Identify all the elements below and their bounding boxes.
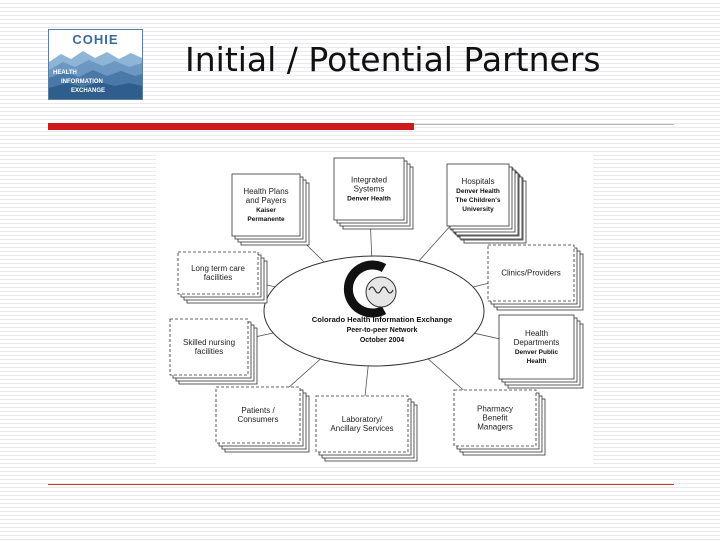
integrated-systems-member-2: Denver Health — [347, 196, 391, 203]
logo-title: COHIE — [72, 32, 119, 47]
center-line-0: Peer-to-peer Network — [347, 327, 418, 334]
long-term-care-box-0 — [177, 251, 259, 295]
laboratory-label-1: Ancillary Services — [330, 424, 393, 433]
slide-title: Initial / Potential Partners — [185, 40, 601, 79]
pharmacy-label-2: Managers — [477, 423, 513, 432]
health-plans-label-0: Health Plans — [243, 187, 288, 196]
center-title: Colorado Health Information Exchange — [312, 315, 453, 324]
health-departments-member-2: Denver Public — [515, 349, 559, 356]
footer-divider — [48, 484, 674, 485]
patients-label-0: Patients / — [241, 406, 275, 415]
skilled-nursing-label-0: Skilled nursing — [183, 338, 235, 347]
hospitals-member-3: University — [462, 206, 494, 213]
cohie-logo: COHIE HEALTH INFORMATION EXCHANGE — [48, 29, 143, 100]
title-accent-bar — [48, 123, 414, 130]
skilled-nursing-box-0 — [169, 318, 249, 376]
patients-label-1: Consumers — [238, 415, 279, 424]
health-plans-member-3: Permanente — [247, 216, 285, 223]
integrated-systems-label-0: Integrated — [351, 176, 387, 185]
emblem-wave-icon — [368, 286, 394, 294]
pharmacy-label-1: Benefit — [483, 414, 509, 423]
hospitals-label-0: Hospitals — [462, 177, 495, 186]
hospitals-member-1: Denver Health — [456, 188, 500, 195]
logo-line-information: INFORMATION — [61, 79, 103, 85]
health-departments-box-0 — [498, 314, 575, 380]
logo-line-exchange: EXCHANGE — [71, 88, 106, 94]
partners-diagram-svg: Colorado Health Information ExchangePeer… — [169, 157, 584, 462]
integrated-systems-box-0 — [333, 157, 405, 221]
logo-line-health: HEALTH — [53, 70, 77, 76]
hospitals-box-0 — [446, 163, 510, 227]
pharmacy-label-0: Pharmacy — [477, 405, 513, 414]
health-plans-box-0 — [231, 173, 301, 237]
health-departments-label-1: Departments — [514, 338, 560, 347]
integrated-systems-label-1: Systems — [354, 185, 385, 194]
laboratory-label-0: Laboratory/ — [342, 415, 383, 424]
pharmacy-box-0 — [453, 389, 537, 447]
laboratory-box-0 — [315, 395, 409, 453]
health-departments-label-0: Health — [525, 329, 548, 338]
health-departments-member-3: Health — [527, 358, 547, 365]
emblem-crescent-icon — [343, 260, 387, 318]
long-term-care-label-0: Long term care — [191, 264, 245, 273]
hospitals-member-2: The Children's — [456, 197, 501, 204]
mountain-logo-graphic — [49, 51, 142, 99]
skilled-nursing-label-1: facilities — [195, 347, 223, 356]
health-plans-member-2: Kaiser — [256, 207, 276, 214]
clinics-label-0: Clinics/Providers — [501, 269, 561, 278]
clinics-box-0 — [487, 244, 575, 302]
health-plans-label-1: and Payers — [246, 196, 286, 205]
long-term-care-label-1: facilities — [204, 273, 232, 282]
center-line-1: October 2004 — [360, 337, 404, 344]
patients-box-0 — [215, 386, 301, 444]
emblem-globe-icon — [365, 276, 397, 308]
